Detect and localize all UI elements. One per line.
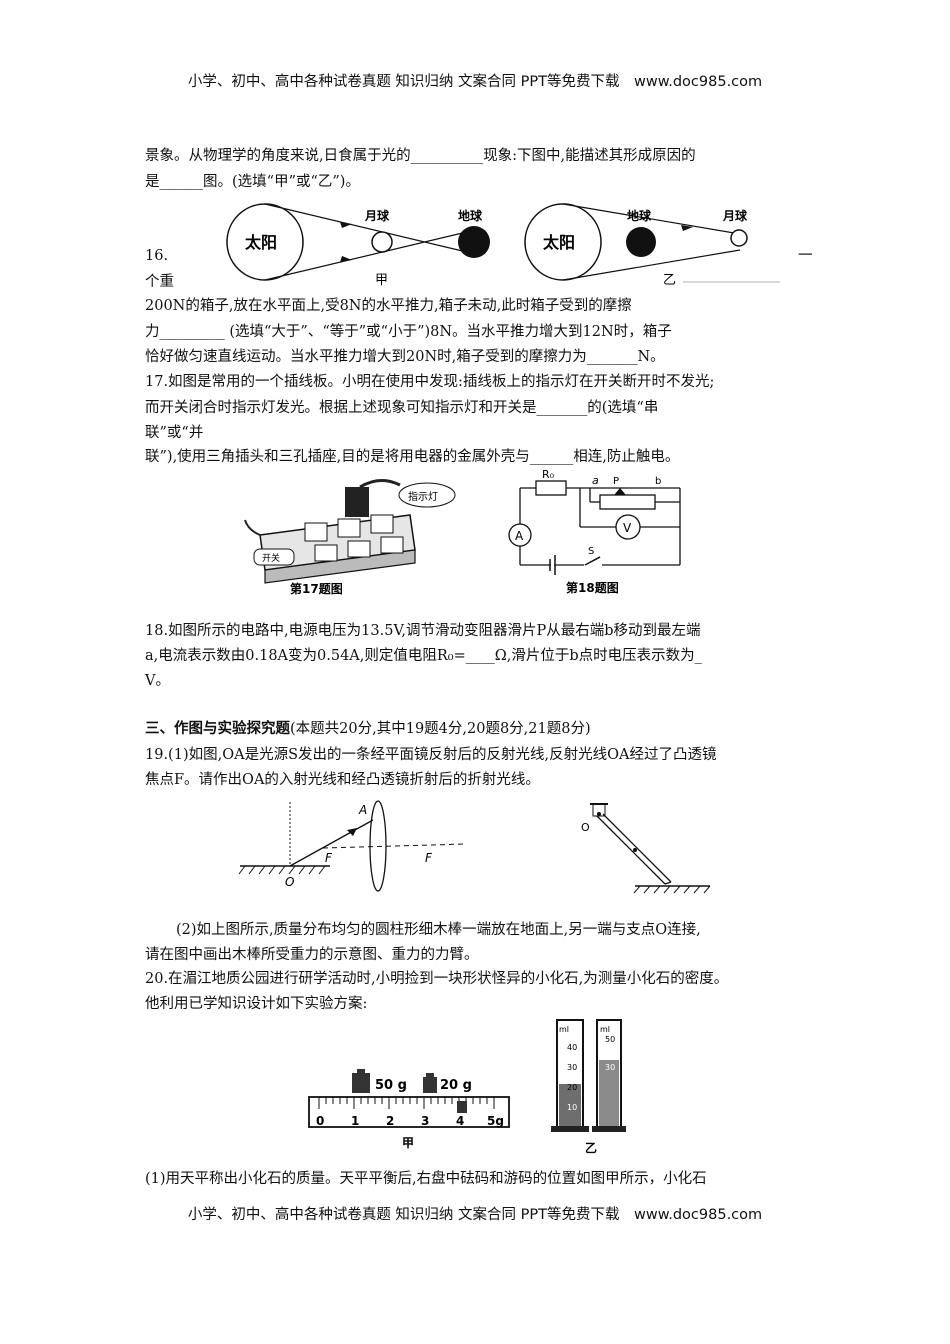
sun-label-yi: 太阳 — [542, 233, 575, 252]
earth-jia — [458, 226, 490, 258]
weight-20g — [423, 1077, 437, 1093]
focus-f-right: F — [425, 851, 433, 865]
text-line: 20.在湄江地质公园进行研学活动时,小明捡到一块形状怪异的小化石,为测量小化石的… — [145, 971, 729, 987]
moon-label-jia: 月球 — [364, 208, 390, 223]
weight-20-label: 20 g — [440, 1078, 472, 1093]
text-line: 力_________ (选填“大于”、“等于”或“小于”)8N。当水平推力增大到… — [145, 324, 672, 340]
moon-label-yi: 月球 — [722, 208, 748, 223]
scale-tick: 4 — [456, 1114, 464, 1128]
p-label: P — [613, 476, 619, 487]
fig18-caption: 第18题图 — [566, 580, 619, 595]
text-line: 是______图。(选填“甲”或“乙”)。 — [145, 174, 360, 190]
sun-label-jia: 太阳 — [244, 233, 277, 252]
text-line: 联”或“并 — [145, 425, 204, 441]
text-line: 恰好做匀速直线运动。当水平推力增大到20N时,箱子受到的摩擦力为_______N… — [145, 349, 665, 365]
switch-label: 开关 — [262, 552, 280, 564]
scale-tick: 5g — [487, 1114, 504, 1128]
cylinders-figure: ml ml 40 30 20 10 50 30 乙 — [551, 1019, 626, 1155]
a-label: a — [592, 474, 599, 487]
rider — [457, 1101, 467, 1113]
weight-50g — [352, 1073, 370, 1093]
text-line: (2)如上图所示,质量分布均匀的圆柱形细木棒一端放在地面上,另一端与支点O连接, — [176, 922, 701, 938]
text-line: 个重 — [145, 274, 174, 290]
text-line: 焦点F。请作出OA的入射光线和经凸透镜折射后的折射光线。 — [145, 772, 540, 788]
text-line: 18.如图所示的电路中,电源电压为13.5V,调节滑动变阻器滑片P从最右端b移动… — [145, 623, 701, 639]
label-yi-cylinder: 乙 — [585, 1141, 597, 1155]
section-heading: 三、作图与实验探究题(本题共20分,其中19题4分,20题8分,21题8分) — [145, 719, 591, 739]
text-line: 17.如图是常用的一个插线板。小明在使用中发现:插线板上的指示灯在开关断开时不发… — [145, 374, 715, 390]
text-line: 200N的箱子,放在水平面上,受8N的水平推力,箱子未动,此时箱子受到的摩擦 — [145, 298, 632, 314]
text-line: 景象。从物理学的角度来说,日食属于光的__________现象:下图中,能描述其… — [145, 148, 696, 164]
ml-label-2: ml — [600, 1025, 610, 1034]
power-strip-figure: 指示灯 开关 第17题图 — [244, 479, 456, 596]
stick-figure: O — [581, 803, 711, 894]
weight-50-label: 50 g — [375, 1078, 407, 1093]
plug — [345, 487, 369, 517]
question-number: 16. — [145, 248, 169, 264]
cyl-tick: 20 — [567, 1083, 577, 1092]
scale-tick: 0 — [316, 1114, 324, 1128]
page-header: 小学、初中、高中各种试卷真题 知识归纳 文案合同 PPT等免费下载 www.do… — [187, 74, 763, 90]
focus-f-left: F — [325, 851, 333, 865]
optics-figure: A F F O — [238, 800, 466, 892]
moon-yi — [730, 229, 748, 247]
cyl-tick: 30 — [605, 1063, 615, 1072]
r0-label: R₀ — [542, 470, 555, 481]
cyl-tick: 40 — [567, 1043, 577, 1052]
section-title: 三、作图与实验探究题 — [145, 720, 290, 737]
earth-label-yi: 地球 — [627, 208, 652, 223]
indicator-label: 指示灯 — [408, 490, 438, 503]
label-jia: 甲 — [375, 273, 388, 288]
eclipse-diagram: 太阳 月球 地球 甲 太阳 地球 月球 乙 — [226, 203, 780, 288]
cyl-tick: 50 — [605, 1035, 615, 1044]
voltmeter-label: V — [623, 521, 632, 535]
ml-label: ml — [559, 1025, 569, 1034]
ammeter-label: A — [515, 529, 524, 543]
text-line: V。 — [145, 673, 170, 689]
circuit-figure: R₀ a P b R V A S 第18题图 — [508, 470, 681, 595]
cyl-tick: 10 — [567, 1103, 577, 1112]
section-note: (本题共20分,其中19题4分,20题8分,21题8分) — [290, 721, 591, 737]
cyl-tick: 30 — [567, 1063, 577, 1072]
scale-tick: 2 — [386, 1114, 394, 1128]
point-o: O — [285, 875, 294, 889]
s-label: S — [588, 546, 594, 557]
point-a: A — [358, 803, 367, 817]
fig17-caption: 第17题图 — [290, 581, 343, 596]
text-line: 联”),使用三角插头和三孔插座,目的是将用电器的金属外壳与______相连,防止… — [145, 449, 680, 465]
balance-figure: 50 g 20 g 0 1 2 3 4 5g 甲 — [308, 1069, 510, 1150]
label-yi: 乙 — [663, 273, 676, 288]
text-line: (1)用天平称出小化石的质量。天平平衡后,右盘中砝码和游码的位置如图甲所示，小化… — [145, 1171, 707, 1187]
b-label: b — [655, 476, 661, 487]
page-footer: 小学、初中、高中各种试卷真题 知识归纳 文案合同 PPT等免费下载 www.do… — [187, 1207, 763, 1223]
earth-label-jia: 地球 — [458, 208, 483, 223]
pivot-o: O — [581, 821, 590, 834]
scale-tick: 3 — [421, 1114, 429, 1128]
text-line: a,电流表示数由0.18A变为0.54A,则定值电阻R₀=____Ω,滑片位于b… — [145, 648, 702, 664]
text-line: 19.(1)如图,OA是光源S发出的一条经平面镜反射后的反射光线,反射光线OA经… — [145, 747, 717, 763]
scale-tick: 1 — [351, 1114, 359, 1128]
moon-jia — [371, 231, 393, 253]
earth-yi — [626, 227, 656, 257]
label-jia-balance: 甲 — [402, 1136, 414, 1150]
text-line: 一 — [798, 248, 813, 264]
text-line: 而开关闭合时指示灯发光。根据上述现象可知指示灯和开关是_______的(选填“串 — [145, 400, 659, 416]
text-line: 他利用已学知识设计如下实验方案: — [145, 996, 368, 1012]
text-line: 请在图中画出木棒所受重力的示意图、重力的力臂。 — [145, 947, 479, 963]
